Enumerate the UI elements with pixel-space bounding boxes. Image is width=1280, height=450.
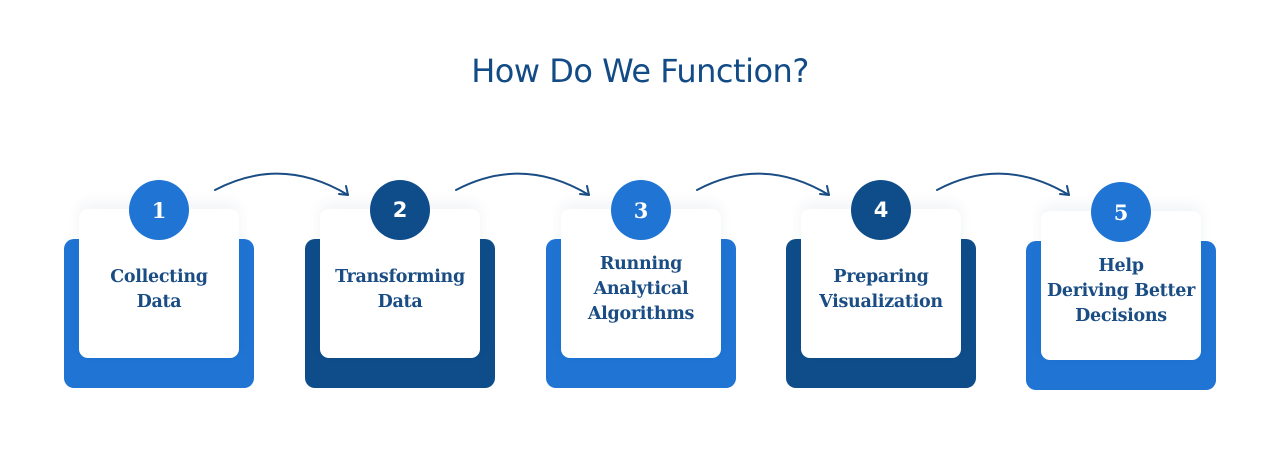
step-1: Collecting Data 1 (64, 180, 254, 391)
step-card: Collecting Data (79, 209, 239, 358)
step-number-badge: 4 (851, 180, 911, 240)
step-label: Running Analytical Algorithms (587, 254, 695, 324)
connector-curve (214, 172, 349, 196)
step-number-badge: 3 (611, 180, 671, 240)
connector-curve (455, 172, 590, 196)
step-3: Running Analytical Algorithms 3 (546, 180, 736, 391)
step-5: Help Deriving Better Decisions 5 (1026, 182, 1216, 393)
step-number-badge: 5 (1091, 182, 1151, 242)
arrowhead-icon (819, 185, 830, 196)
connector-curve (696, 172, 830, 196)
step-label: Transforming Data (335, 266, 465, 312)
step-2: Transforming Data 2 (305, 180, 495, 391)
page-title: How Do We Function? (471, 52, 809, 90)
step-number-badge: 2 (370, 180, 430, 240)
arrowhead-icon (338, 185, 349, 196)
arrowhead-icon (579, 185, 590, 196)
step-4: Preparing Visualization 4 (786, 180, 976, 391)
curved-arrow-icon (936, 172, 1070, 196)
arrowhead-icon (1059, 185, 1070, 196)
connector-curve (936, 172, 1070, 196)
curved-arrow-icon (696, 172, 830, 196)
curved-arrow-icon (455, 172, 590, 196)
step-label: Help Deriving Better Decisions (1047, 256, 1195, 326)
step-label: Preparing Visualization (819, 266, 943, 312)
step-number-badge: 1 (129, 180, 189, 240)
curved-arrow-icon (214, 172, 349, 196)
step-label: Collecting Data (110, 266, 208, 312)
